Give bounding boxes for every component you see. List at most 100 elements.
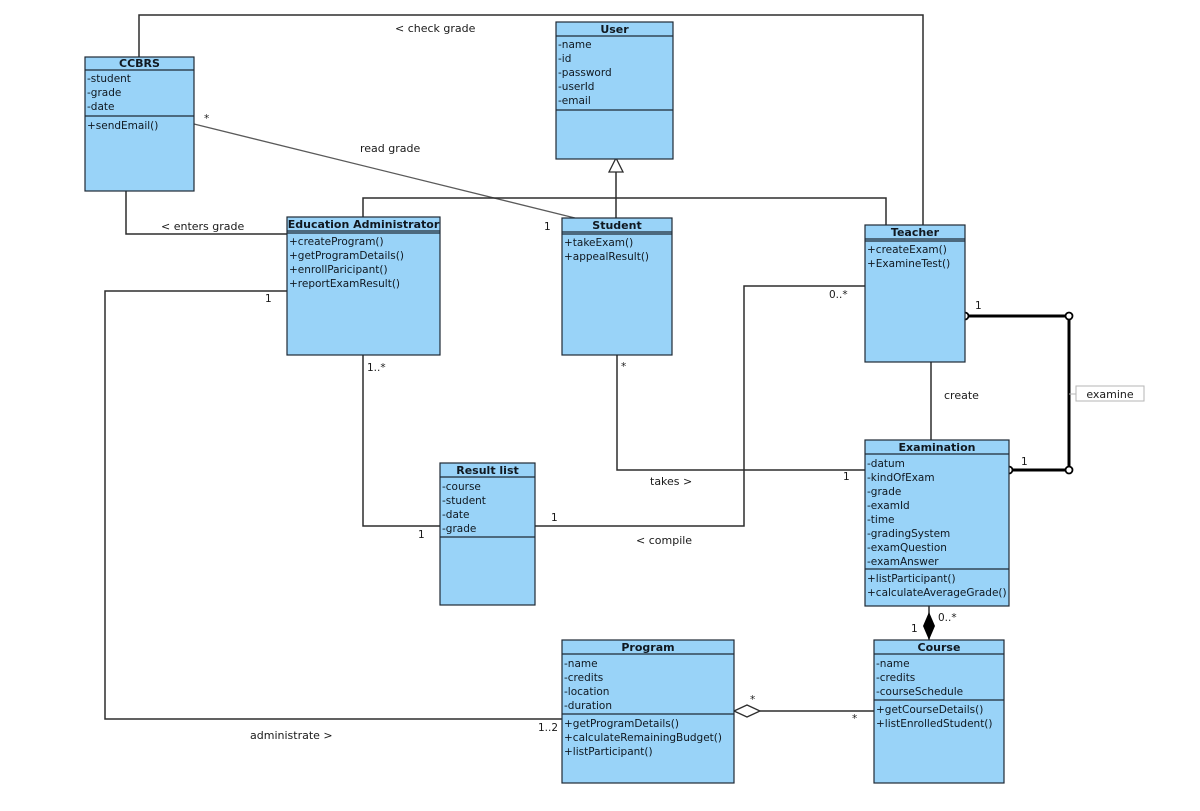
operation: +ExamineTest() [867, 258, 950, 270]
class-name: User [600, 23, 629, 36]
class-program[interactable]: Program -name -credits -location -durati… [561, 639, 735, 784]
attribute: -courseSchedule [876, 686, 963, 698]
class-name: Examination [899, 441, 976, 454]
class-name: Student [592, 219, 641, 232]
generalization-arrowhead [607, 156, 625, 173]
examine-port-corner-top [1064, 311, 1074, 321]
operation: +calculateAverageGrade() [867, 587, 1007, 599]
attribute: -student [442, 495, 486, 507]
class-user[interactable]: User -name -id -password -userId -email [555, 21, 674, 160]
examine-port-corner-bottom [1064, 465, 1074, 475]
attribute: -location [564, 686, 609, 698]
mult-result-admin: 1 [418, 529, 425, 541]
attribute: -grade [867, 486, 901, 498]
operation: +appealResult() [564, 251, 649, 263]
attribute: -student [87, 73, 131, 85]
attribute: -id [558, 53, 571, 65]
class-examination[interactable]: Examination -datum -kindOfExam -grade -e… [864, 439, 1010, 607]
attribute: -userId [558, 81, 594, 93]
label-enters-grade: < enters grade [161, 220, 245, 233]
attribute: -email [558, 95, 591, 107]
attribute: -grade [442, 523, 476, 535]
class-course[interactable]: Course -name -credits -courseSchedule +g… [873, 639, 1005, 784]
operation: +enrollParicipant() [289, 264, 388, 276]
label-administrate: administrate > [250, 729, 333, 742]
attribute: -examId [867, 500, 910, 512]
mult-exam-examine: 1 [1021, 456, 1028, 468]
edge-examine [965, 314, 1071, 472]
attribute: -duration [564, 700, 612, 712]
operation: +takeExam() [564, 237, 633, 249]
composition-diamond [923, 612, 935, 640]
edge-administrate [104, 290, 562, 720]
class-teacher[interactable]: Teacher +createExam() +ExamineTest() [864, 224, 966, 363]
attribute: -kindOfExam [867, 472, 935, 484]
mult-admin-result: 1..* [367, 362, 386, 374]
mult-teacher-examine: 1 [975, 300, 982, 312]
class-name: Course [918, 641, 961, 654]
attribute: -name [564, 658, 598, 670]
mult-student-takes: * [621, 361, 626, 373]
edge-takes [616, 355, 865, 471]
attribute: -time [867, 514, 895, 526]
operation: +calculateRemainingBudget() [564, 732, 722, 744]
operation: +createProgram() [289, 236, 384, 248]
attribute: -gradingSystem [867, 528, 950, 540]
label-examine: examine [1086, 388, 1134, 401]
class-name: Program [621, 641, 674, 654]
edge-compile [535, 285, 865, 527]
mult-exam-course: 0..* [938, 612, 957, 624]
class-result-list[interactable]: Result list -course -student -date -grad… [439, 462, 536, 606]
label-create: create [944, 389, 979, 402]
label-read-grade: read grade [360, 142, 420, 155]
class-education-administrator[interactable]: Education Administrator +createProgram()… [286, 216, 441, 356]
class-name: Result list [456, 464, 519, 477]
attribute: -credits [564, 672, 603, 684]
edge-admin-result [362, 355, 440, 527]
mult-program-course: * [750, 694, 755, 706]
mult-result-compile: 1 [551, 512, 558, 524]
operation: +reportExamResult() [289, 278, 400, 290]
aggregation-diamond [732, 704, 762, 718]
edge-generalization-bar [362, 197, 887, 225]
attribute: -datum [867, 458, 905, 470]
attribute: -name [558, 39, 592, 51]
operation: +getCourseDetails() [876, 704, 983, 716]
mult-teacher-compile: 0..* [829, 289, 848, 301]
operation: +getProgramDetails() [564, 718, 679, 730]
mult-ccbrs-read: * [204, 113, 209, 125]
mult-student-read: 1 [544, 221, 551, 233]
attribute: -examAnswer [867, 556, 939, 568]
attribute: -date [87, 101, 114, 113]
mult-program-administrate: 1..2 [538, 722, 558, 734]
label-check-grade: < check grade [395, 22, 476, 35]
edge-enters-grade [125, 191, 287, 235]
attribute: -examQuestion [867, 542, 947, 554]
attribute: -password [558, 67, 612, 79]
mult-exam-takes: 1 [843, 471, 850, 483]
label-takes: takes > [650, 475, 692, 488]
attribute: -grade [87, 87, 121, 99]
operation: +listEnrolledStudent() [876, 718, 993, 730]
attribute: -credits [876, 672, 915, 684]
edge-read-grade [193, 123, 576, 219]
class-ccbrs[interactable]: CCBRS -student -grade -date +sendEmail() [84, 56, 195, 192]
attribute: -course [442, 481, 481, 493]
class-student[interactable]: Student +takeExam() +appealResult() [561, 217, 673, 356]
attribute: -date [442, 509, 469, 521]
mult-admin-administrate: 1 [265, 293, 272, 305]
class-name: Education Administrator [288, 218, 440, 231]
operation: +listParticipant() [867, 573, 956, 585]
class-name: CCBRS [119, 57, 160, 70]
mult-course-exam: 1 [911, 623, 918, 635]
class-name: Teacher [891, 226, 940, 239]
operation: +sendEmail() [87, 120, 158, 132]
examine-note [1075, 385, 1145, 402]
attribute: -name [876, 658, 910, 670]
mult-course-program: * [852, 713, 857, 725]
label-compile: < compile [636, 534, 692, 547]
operation: +createExam() [867, 244, 947, 256]
operation: +listParticipant() [564, 746, 653, 758]
operation: +getProgramDetails() [289, 250, 404, 262]
